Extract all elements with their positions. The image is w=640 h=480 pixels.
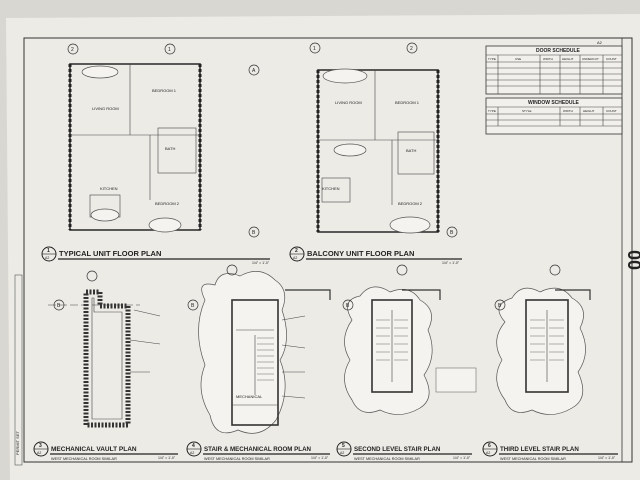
drawing-4-number: 4 <box>192 443 195 449</box>
second-level-stair-plan <box>344 286 477 415</box>
grid-bubble-3-label: 1 <box>313 46 316 52</box>
drawing-4-title: STAIR & MECHANICAL ROOM PLAN <box>204 446 312 453</box>
drawing-3-subtitle: WEST MECHANICAL ROOM SIMILAR <box>51 457 117 461</box>
label-bedroom1-2: BEDROOM 1 <box>395 100 420 105</box>
door-header-type: TYPE <box>488 57 496 61</box>
drawing-5-sheet: A2 <box>340 451 344 455</box>
corner-tag: A2 <box>597 40 603 45</box>
window-header-count: COUNT <box>606 109 617 113</box>
label-bath-1: BATH <box>165 146 175 151</box>
drawing-3-scale: 1/4" = 1'-0" <box>158 456 176 460</box>
label-bedroom2-1: BEDROOM 2 <box>155 201 180 206</box>
grid-bubble-b1-label: B <box>252 230 256 236</box>
drawing-2-scale: 1/4" = 1'-0" <box>442 261 460 265</box>
label-bedroom1-1: BEDROOM 1 <box>152 88 177 93</box>
door-header-width: WIDTH <box>543 57 553 61</box>
grid-bubble-stair4-b <box>187 299 199 311</box>
label-kitchen-2: KITCHEN <box>322 186 340 191</box>
paper <box>6 14 640 480</box>
grid-bubble-a1 <box>248 64 260 76</box>
window-header-style: STYLE <box>522 109 532 113</box>
drawing-2-sheet: A2 <box>293 256 297 260</box>
grid-bubble-stair5-top <box>396 264 408 276</box>
drawing-5-title: SECOND LEVEL STAIR PLAN <box>354 446 441 453</box>
grid-bubble-2-top <box>164 43 176 55</box>
window-header-type: TYPE <box>488 109 496 113</box>
door-header-height: HEIGHT <box>562 57 574 61</box>
label-bedroom2-2: BEDROOM 2 <box>398 201 423 206</box>
grid-bubble-4-label: 2 <box>410 46 413 52</box>
side-strip <box>14 274 23 466</box>
drawing-2-number: 2 <box>295 248 298 254</box>
drawing-5-subtitle: WEST MECHANICAL ROOM SIMILAR <box>354 457 420 461</box>
drawing-5-number: 5 <box>342 443 345 449</box>
right-title-fragment: 00 <box>624 250 640 270</box>
stair-mechanical-plan: MECHANICAL <box>198 271 331 434</box>
grid-bubble-4-top <box>406 42 418 54</box>
drawing-4-subtitle: WEST MECHANICAL ROOM SIMILAR <box>204 457 270 461</box>
grid-bubble-stair4-top <box>226 264 238 276</box>
drawing-2-title: BALCONY UNIT FLOOR PLAN <box>307 249 414 258</box>
drawing-6-title: THIRD LEVEL STAIR PLAN <box>500 446 579 453</box>
window-schedule-title: WINDOW SCHEDULE <box>528 100 579 106</box>
label-living-room-1: LIVING ROOM <box>92 106 119 111</box>
grid-bubble-stair6-b <box>494 299 506 311</box>
door-schedule-title: DOOR SCHEDULE <box>536 48 581 54</box>
side-label: PERMIT SET <box>15 431 20 455</box>
window-header-height: HEIGHT <box>583 109 595 113</box>
door-header-undercut: UNDERCUT <box>582 57 599 61</box>
drawing-6-sheet: A2 <box>486 451 490 455</box>
grid-bubble-vault-b <box>53 299 65 311</box>
drawing-1-scale: 1/4" = 1'-0" <box>252 261 270 265</box>
drawing-1-sheet: A2 <box>45 256 49 260</box>
grid-bubble-vault-b-label: B <box>57 303 61 309</box>
drawing-6-scale: 1/4" = 1'-0" <box>598 456 616 460</box>
drawing-4-scale: 1/4" = 1'-0" <box>311 456 329 460</box>
grid-bubble-b2 <box>446 226 458 238</box>
window-schedule: WINDOW SCHEDULE TYPE STYLE WIDTH HEIGHT … <box>485 97 623 135</box>
label-kitchen-1: KITCHEN <box>100 186 118 191</box>
grid-bubble-stair5-b <box>342 299 354 311</box>
door-header-count: COUNT <box>606 57 617 61</box>
third-level-stair-plan <box>496 287 591 415</box>
door-schedule: DOOR SCHEDULE TYPE USE WIDTH HEIGHT UNDE… <box>485 45 623 95</box>
grid-bubble-a1-label: A <box>252 68 256 74</box>
grid-bubble-b2-label: B <box>450 230 454 236</box>
drawing-6-subtitle: WEST MECHANICAL ROOM SIMILAR <box>500 457 566 461</box>
drawing-3-number: 3 <box>39 443 42 449</box>
balcony-unit-plan: LIVING ROOM BEDROOM 1 KITCHEN BEDROOM 2 … <box>316 68 440 234</box>
mechanical-vault-plan <box>48 289 161 428</box>
grid-bubble-stair4-b-label: B <box>191 303 195 309</box>
drawing-4-sheet: A2 <box>190 451 194 455</box>
grid-bubble-1-label: 2 <box>71 47 74 53</box>
drawing-1-title: TYPICAL UNIT FLOOR PLAN <box>59 249 161 258</box>
grid-bubble-stair5-b-label: B <box>346 303 350 309</box>
grid-bubble-1-top <box>67 43 79 55</box>
grid-bubble-3-top <box>309 42 321 54</box>
grid-bubble-2-label: 1 <box>168 47 171 53</box>
drawing-3-title: MECHANICAL VAULT PLAN <box>51 446 137 453</box>
grid-bubble-b1 <box>248 226 260 238</box>
door-header-use: USE <box>515 57 521 61</box>
grid-bubble-stair6-top <box>549 264 561 276</box>
grid-bubble-stair6-b-label: B <box>498 303 502 309</box>
sheet-border <box>23 37 633 463</box>
drawing-5-scale: 1/4" = 1'-0" <box>453 456 471 460</box>
grid-bubble-vault-top <box>86 270 98 282</box>
label-mechanical: MECHANICAL <box>236 394 263 399</box>
typical-unit-plan: LIVING ROOM BEDROOM 1 KITCHEN BEDROOM 2 … <box>68 63 202 233</box>
drawing-6-number: 6 <box>488 443 491 449</box>
drawing-3-sheet: A2 <box>37 451 41 455</box>
window-header-width: WIDTH <box>563 109 573 113</box>
label-living-room-2: LIVING ROOM <box>335 100 362 105</box>
drawing-1-number: 1 <box>47 248 50 254</box>
label-bath-2: BATH <box>406 148 416 153</box>
